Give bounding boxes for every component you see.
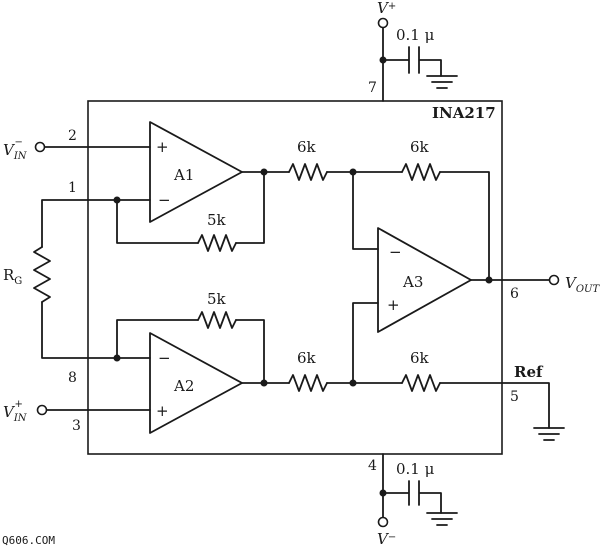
vin-minus-terminal bbox=[34, 141, 46, 153]
ground-ref bbox=[533, 427, 565, 441]
r-top-fb-value: 6k bbox=[410, 138, 430, 156]
rg-top-wire bbox=[41, 199, 151, 248]
a1-minus-sign: − bbox=[158, 191, 171, 209]
node-a2-out bbox=[260, 379, 268, 387]
rg-label: RG bbox=[3, 266, 22, 287]
opamp-a2 bbox=[149, 332, 243, 434]
cap-bottom-value: 0.1 μ bbox=[396, 460, 435, 478]
r-bot-ref-value: 6k bbox=[410, 349, 430, 367]
a3-label: A3 bbox=[402, 273, 423, 291]
vplus-label: V+ bbox=[377, 0, 396, 17]
resistor-bot-ref bbox=[401, 374, 441, 392]
pin-8: 8 bbox=[68, 370, 77, 386]
ref-wire bbox=[439, 382, 550, 429]
vplus-terminal bbox=[377, 17, 389, 29]
pin-2: 2 bbox=[68, 128, 77, 144]
a1-fb-wire-left bbox=[116, 199, 199, 244]
opamp-a3 bbox=[377, 227, 472, 333]
resistor-top-fb bbox=[401, 163, 441, 181]
r-top-in-value: 6k bbox=[297, 138, 317, 156]
resistor-a2-fb bbox=[197, 311, 237, 329]
pin-5: 5 bbox=[510, 389, 519, 405]
r-bot-in-value: 6k bbox=[297, 349, 317, 367]
a1-fb-wire-right bbox=[235, 171, 265, 244]
cap-top bbox=[382, 46, 442, 77]
a1-plus-sign: + bbox=[156, 138, 169, 156]
resistor-top-in bbox=[288, 163, 328, 181]
a3-inv-wire bbox=[352, 171, 379, 250]
pin-3: 3 bbox=[72, 418, 81, 434]
a2-plus-sign: + bbox=[156, 402, 169, 420]
chip-name: INA217 bbox=[432, 104, 496, 122]
ground-top bbox=[426, 75, 458, 89]
vin-minus-label: VIN− bbox=[3, 137, 28, 162]
vout-terminal bbox=[548, 274, 560, 286]
a3-noninv-wire bbox=[352, 302, 379, 384]
ref-label: Ref bbox=[514, 363, 544, 381]
chip-body bbox=[87, 100, 503, 455]
a2-fb-wire-left bbox=[116, 319, 199, 359]
vin-plus-label: VIN+ bbox=[3, 399, 28, 424]
ground-bottom bbox=[426, 512, 458, 526]
a2-label: A2 bbox=[173, 377, 194, 395]
vminus-label: V− bbox=[377, 530, 396, 548]
resistor-a1-fb bbox=[197, 234, 237, 252]
cap-bottom bbox=[382, 480, 442, 514]
a1-label: A1 bbox=[173, 166, 194, 184]
pin-6: 6 bbox=[510, 286, 519, 302]
pin-7: 7 bbox=[368, 80, 377, 96]
pin-1: 1 bbox=[68, 180, 77, 196]
node-a1-out bbox=[260, 168, 268, 176]
a2-fb-wire-right bbox=[235, 319, 265, 384]
vin-plus-terminal bbox=[36, 404, 48, 416]
rg-bottom-wire bbox=[41, 301, 151, 359]
a3-plus-sign: + bbox=[387, 296, 400, 314]
r-a1-fb-value: 5k bbox=[207, 211, 227, 229]
opamp-a1 bbox=[149, 121, 243, 223]
node-a3-out bbox=[485, 276, 493, 284]
vminus-terminal bbox=[377, 516, 389, 528]
a3-minus-sign: − bbox=[389, 243, 402, 261]
r-a2-fb-value: 5k bbox=[207, 290, 227, 308]
watermark: Q606.COM bbox=[2, 534, 55, 547]
resistor-rg bbox=[33, 246, 51, 303]
pin-4: 4 bbox=[368, 458, 377, 474]
resistor-bot-in bbox=[288, 374, 328, 392]
a3-fb-wire bbox=[439, 171, 490, 281]
vout-label: VOUT bbox=[565, 274, 600, 295]
a2-minus-sign: − bbox=[158, 349, 171, 367]
cap-top-value: 0.1 μ bbox=[396, 26, 435, 44]
